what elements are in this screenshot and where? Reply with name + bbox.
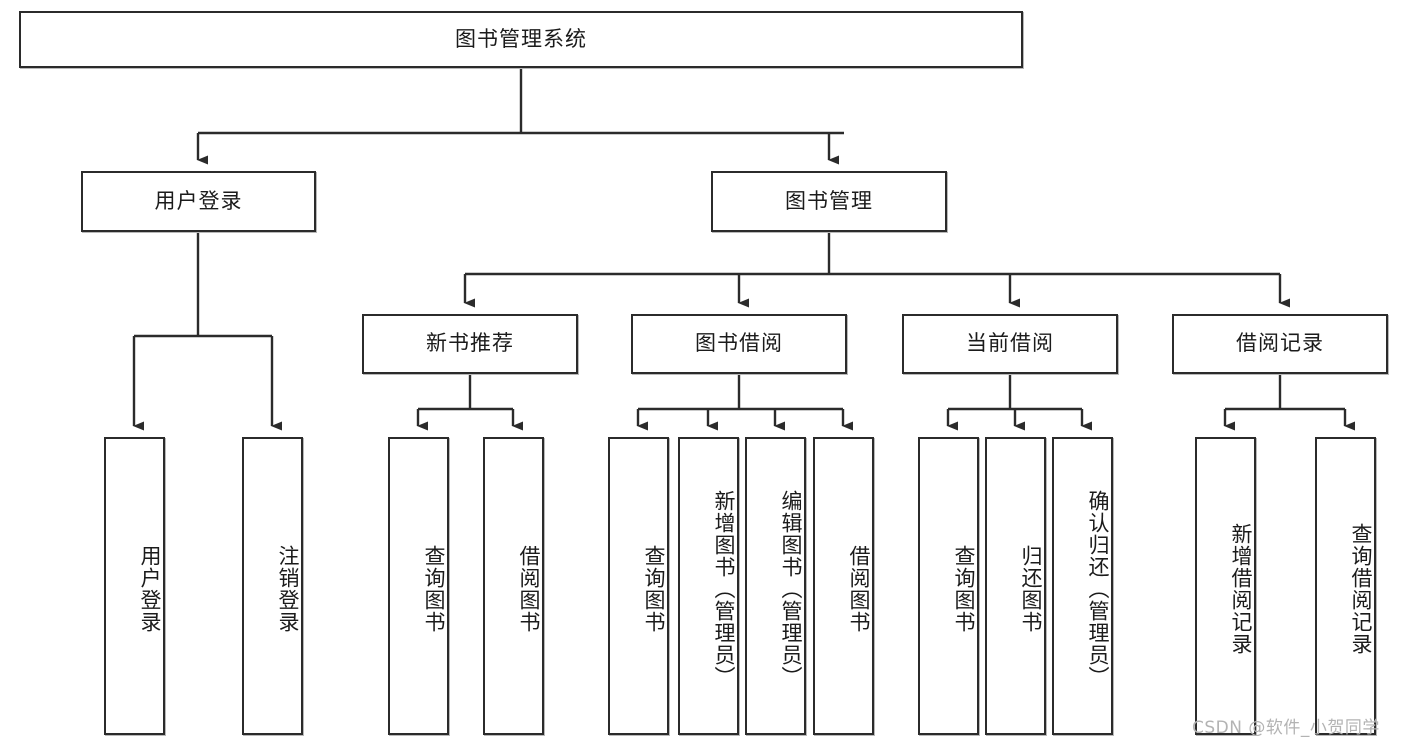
node-current-borrow[interactable]: 当前借阅 xyxy=(902,314,1118,374)
node-label: 确认归还（管理员） xyxy=(1086,490,1110,688)
node-label: 新增借阅记录 xyxy=(1229,523,1253,655)
node-root-system[interactable]: 图书管理系统 xyxy=(19,11,1023,68)
node-user-login[interactable]: 用户登录 xyxy=(81,171,316,232)
leaf-user-login[interactable]: 用户登录 xyxy=(104,437,165,735)
node-label: 编辑图书（管理员） xyxy=(779,490,803,688)
node-borrow-records[interactable]: 借阅记录 xyxy=(1172,314,1388,374)
node-new-book-recommend[interactable]: 新书推荐 xyxy=(362,314,578,374)
leaf-add-borrow-record[interactable]: 新增借阅记录 xyxy=(1195,437,1256,735)
leaf-logout[interactable]: 注销登录 xyxy=(242,437,303,735)
node-label: 归还图书 xyxy=(1019,545,1043,633)
leaf-add-book-admin[interactable]: 新增图书（管理员） xyxy=(678,437,739,735)
connector-borrowrecords-to-leaves xyxy=(1223,374,1355,431)
leaf-confirm-return-admin[interactable]: 确认归还（管理员） xyxy=(1052,437,1113,735)
node-book-borrow[interactable]: 图书借阅 xyxy=(631,314,847,374)
node-label: 查询借阅记录 xyxy=(1349,523,1373,655)
connector-bookmanagement-to-level2 xyxy=(463,232,1290,308)
node-label: 当前借阅 xyxy=(966,331,1054,356)
connector-bookborrow-to-leaves xyxy=(636,374,853,431)
node-book-management[interactable]: 图书管理 xyxy=(711,171,947,232)
leaf-return-book[interactable]: 归还图书 xyxy=(985,437,1046,735)
node-label: 图书管理 xyxy=(785,188,873,213)
leaf-query-book-current[interactable]: 查询图书 xyxy=(918,437,979,735)
leaf-edit-book-admin[interactable]: 编辑图书（管理员） xyxy=(745,437,806,735)
node-label: 查询图书 xyxy=(952,545,976,633)
leaf-borrow-book[interactable]: 借阅图书 xyxy=(813,437,874,735)
connector-newbookrecommend-to-leaves xyxy=(416,374,523,431)
node-label: 借阅记录 xyxy=(1236,331,1324,356)
node-label: 新增图书（管理员） xyxy=(712,490,736,688)
node-label: 图书借阅 xyxy=(695,331,783,356)
node-label: 用户登录 xyxy=(138,545,162,633)
leaf-query-book-rec[interactable]: 查询图书 xyxy=(388,437,449,735)
node-label: 新书推荐 xyxy=(426,331,514,356)
node-label: 注销登录 xyxy=(276,545,300,633)
connector-userlogin-to-leaves xyxy=(132,232,282,431)
node-label: 图书管理系统 xyxy=(455,26,587,51)
csdn-watermark: CSDN @软件_小贺同学 xyxy=(1192,718,1380,738)
connector-currentborrow-to-leaves xyxy=(946,374,1092,431)
node-label: 查询图书 xyxy=(422,545,446,633)
connector-root-to-level1 xyxy=(196,68,844,165)
node-label: 查询图书 xyxy=(642,545,666,633)
leaf-borrow-book-rec[interactable]: 借阅图书 xyxy=(483,437,544,735)
leaf-query-borrow-record[interactable]: 查询借阅记录 xyxy=(1315,437,1376,735)
node-label: 用户登录 xyxy=(154,188,243,213)
leaf-query-book-borrow[interactable]: 查询图书 xyxy=(608,437,669,735)
node-label: 借阅图书 xyxy=(847,545,871,633)
node-label: 借阅图书 xyxy=(517,545,541,633)
